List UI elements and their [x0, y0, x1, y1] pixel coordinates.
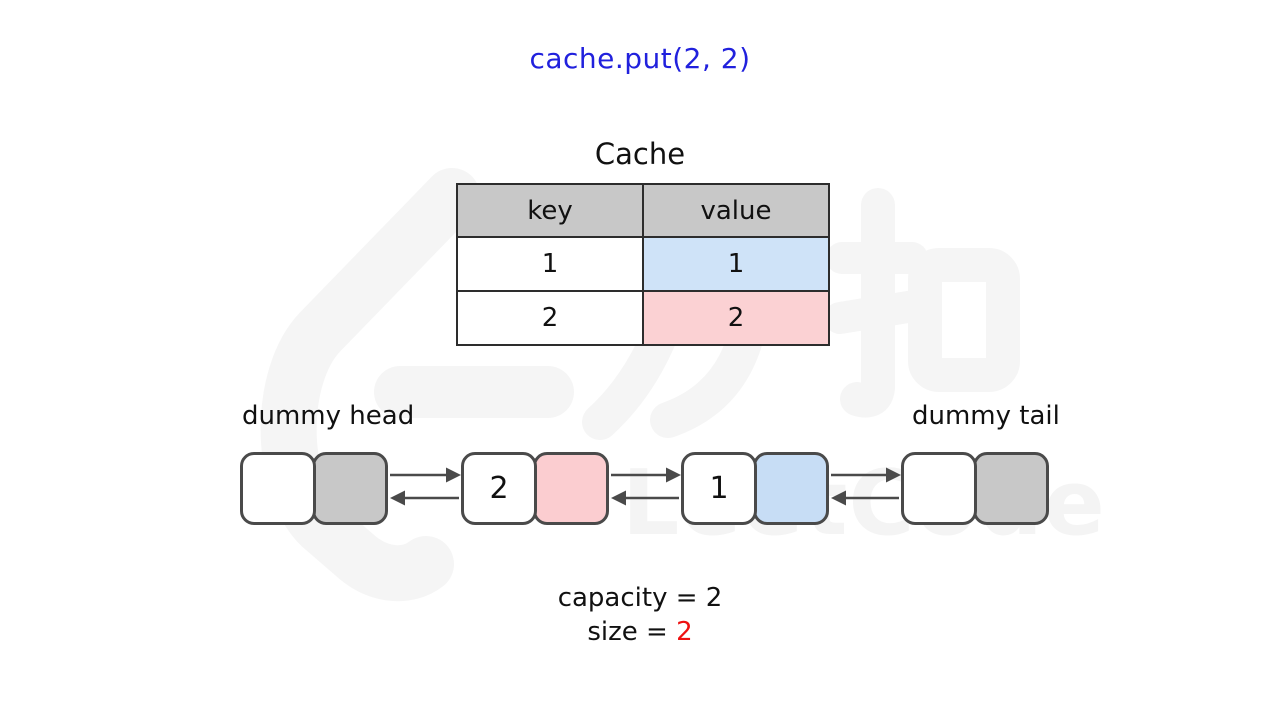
cell-value-row1: 2	[642, 290, 830, 346]
arrow-prev-icon	[831, 490, 899, 506]
node-pointer-cell	[533, 452, 609, 525]
node-key-2: 2	[461, 452, 609, 525]
node-value-cell: 2	[461, 452, 537, 525]
table-header-row: key value	[456, 183, 830, 238]
arrow-prev-icon	[611, 490, 679, 506]
capacity-text: capacity = 2	[557, 583, 723, 613]
arrow-next-icon	[831, 467, 901, 483]
arrow-next-icon	[390, 467, 461, 483]
dummy-head-label: dummy head	[242, 401, 415, 431]
operation-title: cache.put(2, 2)	[529, 42, 751, 75]
size-value: 2	[676, 617, 693, 647]
node-key-1: 1	[681, 452, 829, 525]
col-header-value: value	[642, 183, 830, 238]
col-header-key: key	[456, 183, 644, 238]
arrow-prev-icon	[390, 490, 459, 506]
node-dummy-tail	[901, 452, 1049, 525]
cache-table: key value 1 1 2 2	[456, 183, 830, 346]
table-row: 2 2	[456, 290, 830, 346]
node-pointer-cell	[973, 452, 1049, 525]
node-value-cell	[901, 452, 977, 525]
cell-value-row0: 1	[642, 236, 830, 292]
cjk-kou-icon	[824, 188, 1020, 418]
table-row: 1 1	[456, 236, 830, 292]
size-text: size = 2	[0, 617, 1280, 647]
node-value-cell: 1	[681, 452, 757, 525]
arrow-next-icon	[611, 467, 681, 483]
dummy-tail-label: dummy tail	[912, 401, 1060, 431]
table-caption: Cache	[594, 137, 686, 171]
cell-key-row0: 1	[456, 236, 644, 292]
node-dummy-head	[240, 452, 388, 525]
node-pointer-cell	[312, 452, 388, 525]
size-label: size =	[587, 617, 677, 647]
cell-key-row1: 2	[456, 290, 644, 346]
node-pointer-cell	[753, 452, 829, 525]
node-value-cell	[240, 452, 316, 525]
